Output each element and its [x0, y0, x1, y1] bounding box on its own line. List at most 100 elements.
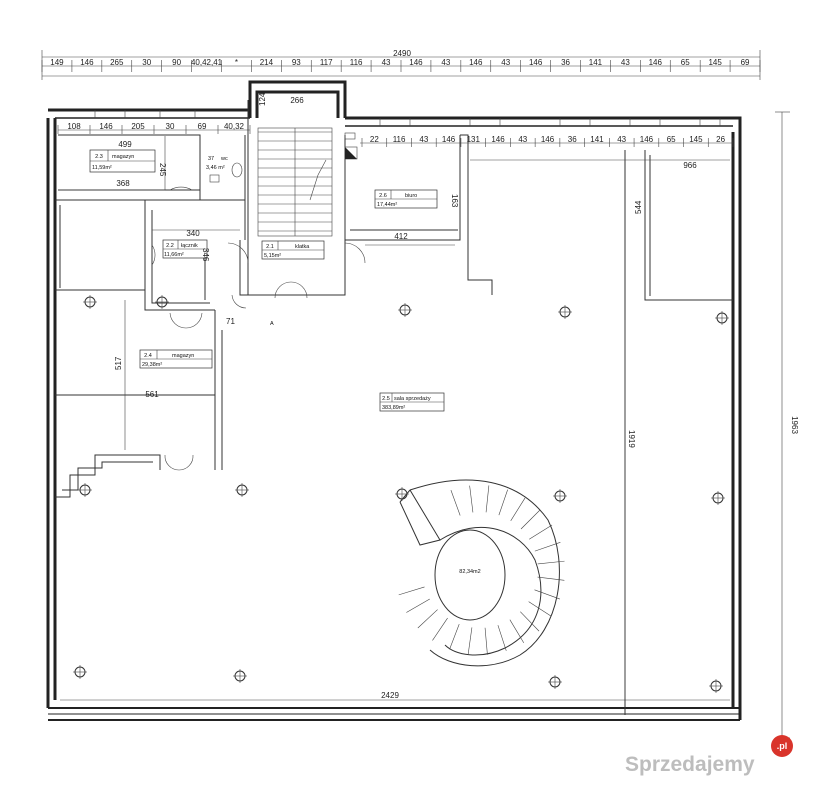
spiral-step: [398, 586, 425, 596]
room-labels: 2.3 magazyn 11,59m² 37 wc 3,46 m² 2.2 łą…: [89, 149, 445, 412]
dimension-label: 146: [491, 135, 505, 144]
svg-text:383,89m²: 383,89m²: [382, 405, 405, 411]
outer-walls: 2429: [46, 80, 742, 721]
dimension-label: *: [235, 58, 238, 67]
dimension-label: 65: [667, 135, 676, 144]
dimension-label: 43: [621, 58, 630, 67]
room-label-magazyn-2-4: 2.4 magazyn 29,38m²: [139, 349, 213, 369]
spiral-step: [484, 627, 488, 655]
spiral-step: [449, 624, 460, 650]
svg-text:3,46 m²: 3,46 m²: [206, 165, 225, 171]
svg-text:11,66m²: 11,66m²: [164, 252, 184, 258]
dimension-label: 265: [110, 58, 124, 67]
svg-text:wc: wc: [220, 156, 228, 162]
dimension-label: 22: [370, 135, 379, 144]
dimension-label: 146: [442, 135, 456, 144]
dimension-label: 69: [741, 58, 750, 67]
column-marker: [73, 665, 87, 679]
dimension-label: 43: [501, 58, 510, 67]
dimension-label: 116: [350, 58, 363, 67]
column-marker: [553, 489, 567, 503]
dimension-label: 43: [518, 135, 527, 144]
column-marker: [398, 303, 412, 317]
room-label-klatka: 2.1 klatka 5,15m²: [261, 240, 325, 260]
column-marker: [233, 669, 247, 683]
svg-text:544: 544: [634, 200, 643, 214]
spiral-step: [485, 485, 490, 513]
svg-text:37: 37: [208, 156, 214, 162]
watermark-badge-icon: [771, 735, 793, 757]
svg-text:340: 340: [186, 229, 200, 238]
dimension-label: 26: [716, 135, 725, 144]
svg-text:1919: 1919: [627, 430, 636, 448]
spiral-step: [469, 485, 474, 513]
svg-text:.pl: .pl: [777, 741, 788, 751]
dimension-label: 146: [409, 58, 423, 67]
dimension-label: 146: [529, 58, 543, 67]
dimension-label: 69: [198, 122, 207, 131]
spiral-step: [528, 601, 552, 617]
column-marker: [715, 311, 729, 325]
dimension-label: 30: [166, 122, 175, 131]
svg-text:łącznik: łącznik: [181, 243, 198, 249]
spiral-step: [467, 627, 473, 655]
svg-text:561: 561: [145, 390, 159, 399]
svg-text:266: 266: [290, 96, 304, 105]
svg-text:2.3: 2.3: [95, 154, 103, 160]
svg-text:163: 163: [450, 194, 459, 208]
columns: [73, 295, 729, 693]
spiral-step: [498, 489, 508, 516]
dimension-label: 214: [260, 58, 274, 67]
dimension-label: 108: [67, 122, 81, 131]
svg-text:sala sprzedaży: sala sprzedaży: [394, 396, 431, 402]
spiral-step: [534, 542, 561, 552]
spiral-step: [520, 509, 541, 530]
column-marker: [709, 679, 723, 693]
room-label-sala-sprzedazy: 2.5 sala sprzedaży 383,89m²: [379, 392, 445, 412]
spiral-staircase: 82,34m2: [398, 479, 565, 667]
spiral-step: [497, 625, 507, 651]
spiral-step: [537, 560, 565, 565]
watermark: Sprzedajemy .pl: [625, 735, 793, 776]
dimension-label: 43: [617, 135, 626, 144]
spiral-step: [432, 617, 448, 641]
dimension-label: 90: [172, 58, 181, 67]
dimension-label: 141: [589, 58, 603, 67]
dimension-label: 146: [99, 122, 113, 131]
svg-text:966: 966: [683, 161, 697, 170]
straight-stairs: [257, 127, 333, 237]
column-marker: [711, 491, 725, 505]
svg-text:245: 245: [158, 163, 167, 177]
right-overall-dim: 1963: [790, 416, 799, 434]
svg-text:2.6: 2.6: [379, 193, 387, 199]
dimension-label: 146: [469, 58, 483, 67]
dimension-label: 146: [541, 135, 555, 144]
dimension-label: 146: [640, 135, 654, 144]
svg-text:346: 346: [201, 248, 210, 262]
svg-text:5,15m²: 5,15m²: [264, 253, 281, 259]
dimension-label: 40,42,41: [191, 58, 223, 67]
column-marker: [395, 487, 409, 501]
dimension-label: 117: [320, 58, 333, 67]
column-marker: [548, 675, 562, 689]
dimension-label: 30: [142, 58, 151, 67]
bottom-overall-dim: 2429: [381, 691, 399, 700]
room-label-wc: 37 wc 3,46 m²: [206, 156, 243, 183]
spiral-step: [534, 589, 560, 600]
dimension-label: 145: [708, 58, 722, 67]
dimension-label: 149: [50, 58, 64, 67]
svg-text:17,44m²: 17,44m²: [377, 202, 397, 208]
column-marker: [83, 295, 97, 309]
svg-text:2.4: 2.4: [144, 353, 152, 359]
svg-text:71: 71: [226, 317, 235, 326]
dimension-label: 205: [131, 122, 145, 131]
inner-dimensions: 499 245 368 340 346 266 124 412 163 966 …: [114, 92, 697, 448]
spiral-step: [537, 576, 565, 581]
svg-text:biuro: biuro: [405, 193, 417, 199]
svg-text:klatka: klatka: [295, 244, 310, 250]
svg-text:A: A: [270, 321, 274, 327]
svg-text:124: 124: [258, 92, 267, 106]
